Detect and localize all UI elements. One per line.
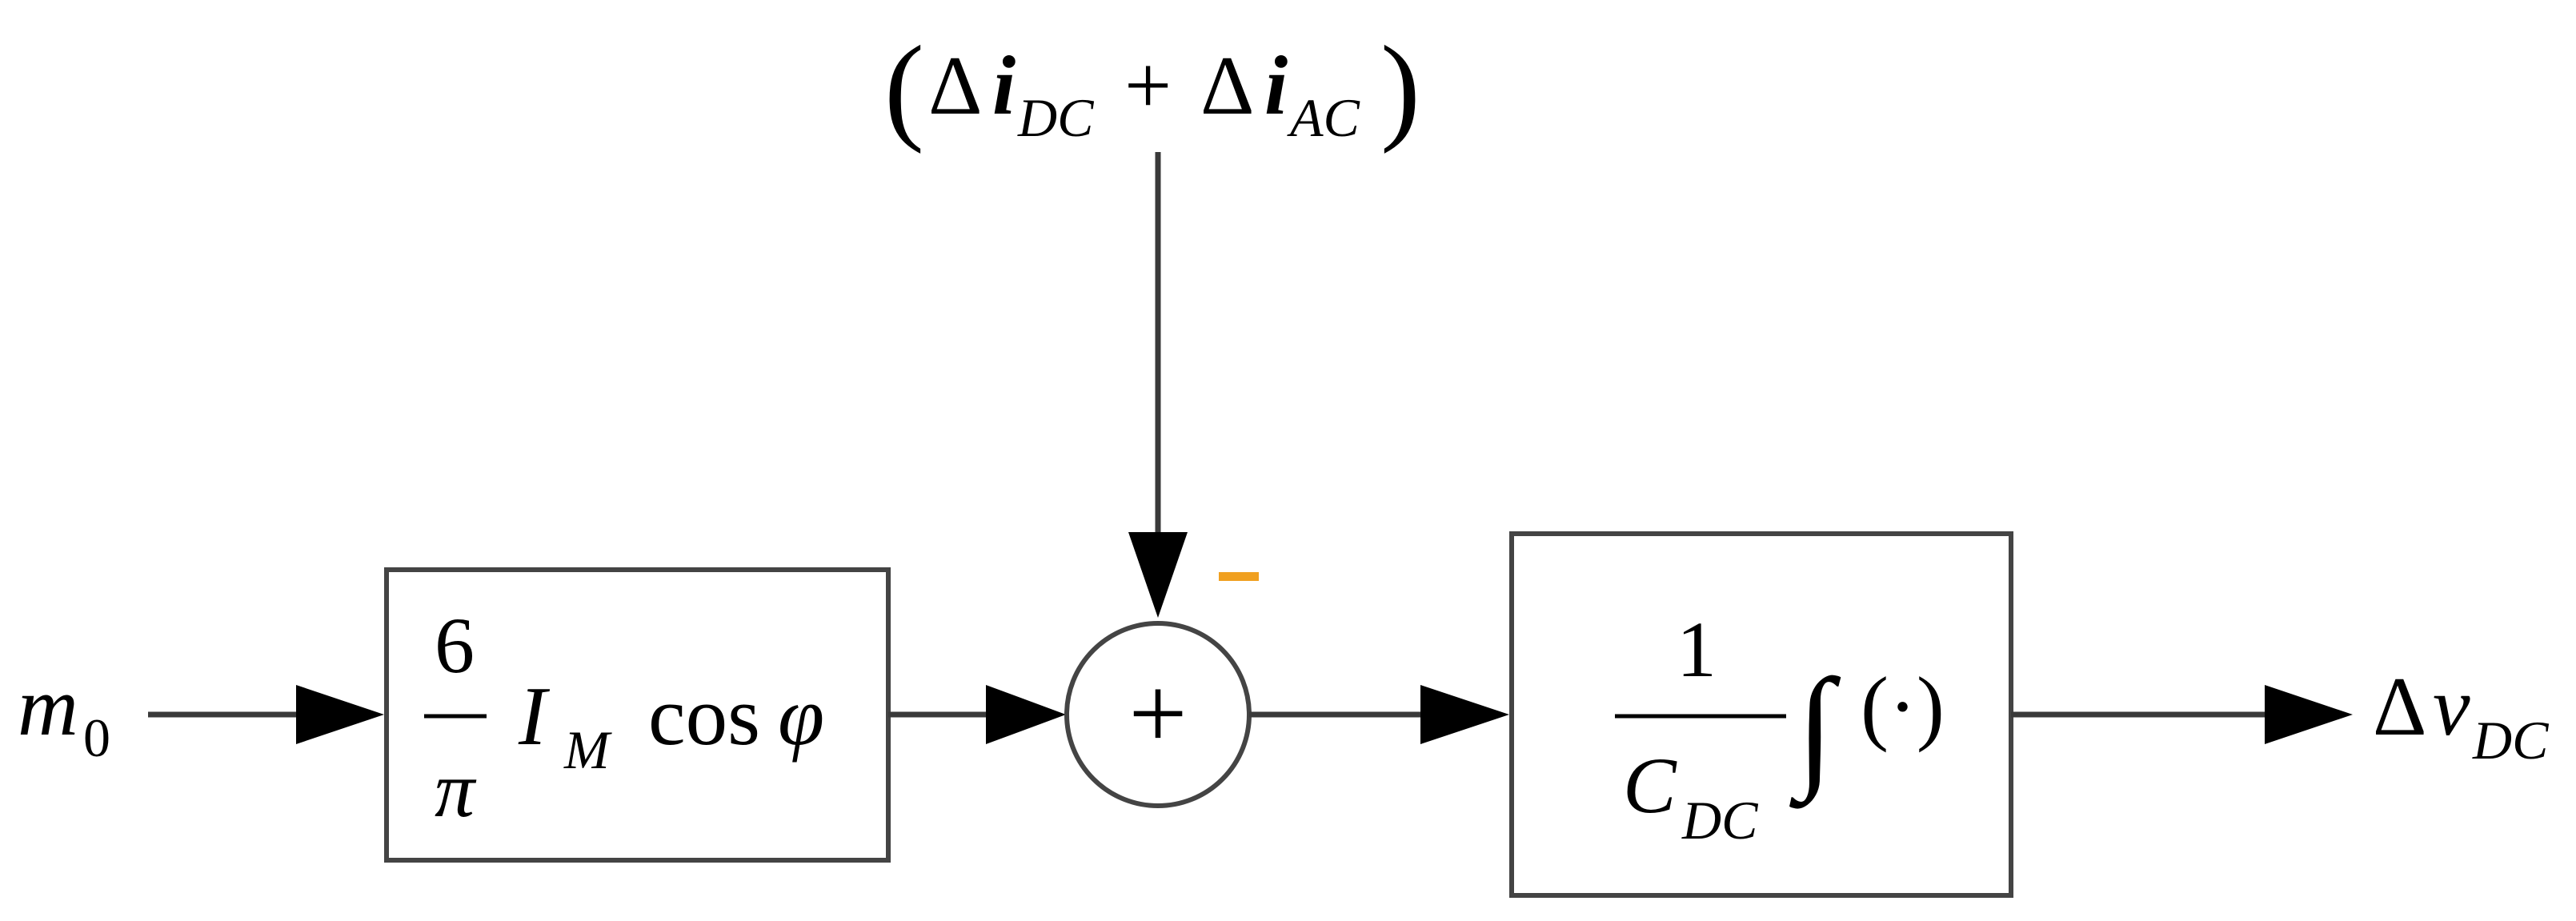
current-variable: i [992,38,1016,132]
plus-sign: + [1124,38,1172,132]
input-label: m 0 [18,659,110,768]
sum-output-arrowhead [1420,685,1509,744]
cos-function: cos [648,669,760,763]
input-subscript: 0 [83,707,110,768]
disturbance-label: ( Δ i DC + Δ i AC ) [884,22,1420,154]
minus-sign-text: - [1239,593,1240,595]
integral-argument: (·) [1861,659,1945,753]
delta-symbol: Δ [1200,38,1255,132]
delta-symbol: Δ [928,38,983,132]
left-paren: ( [884,22,924,154]
capacitance-subscript: DC [1681,790,1758,851]
integrator-numerator: 1 [1677,605,1717,694]
output-label: Δ v DC [2373,659,2549,771]
output-delta: Δ [2373,659,2427,753]
phi-symbol: φ [778,669,824,763]
integrator-expression: 1 C DC ∫ (·) [1615,605,1945,851]
gain-output-arrowhead [986,685,1066,744]
dc-subscript: DC [1017,87,1094,148]
summing-plus-symbol: + [1128,656,1187,771]
integral-symbol: ∫ [1789,651,1841,809]
minus-sign [1219,572,1259,581]
output-subscript: DC [2472,710,2549,771]
right-paren: ) [1380,22,1420,154]
current-symbol: I [518,669,551,763]
disturbance-arrowhead [1128,532,1188,618]
capacitance-symbol: C [1623,741,1677,830]
input-arrowhead [296,685,384,744]
input-variable: m [18,659,78,753]
gain-numerator: 6 [435,601,475,690]
output-arrowhead [2265,685,2353,744]
integrator-block [1509,531,2013,898]
gain-denominator: π [435,745,477,834]
output-variable: v [2433,659,2470,753]
ac-subscript: AC [1287,87,1360,148]
current-variable: i [1264,38,1288,132]
current-subscript: M [563,719,612,780]
gain-expression: 6 π I M cos φ [424,601,824,834]
